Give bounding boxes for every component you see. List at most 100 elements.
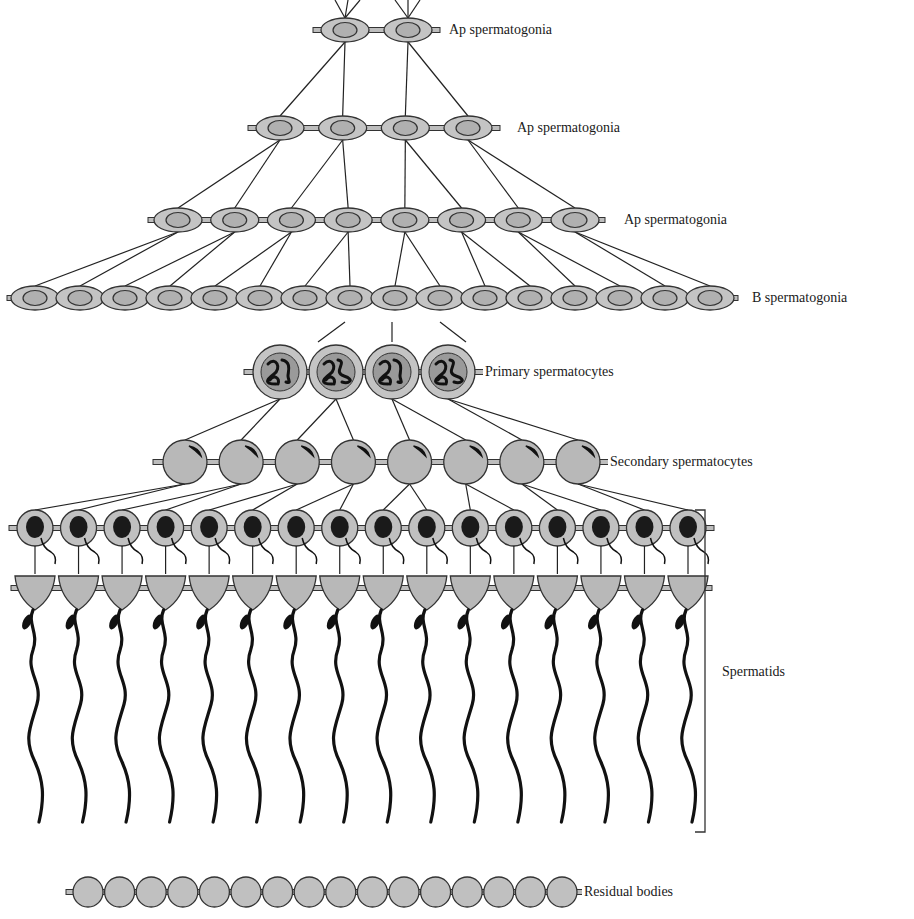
residual-body xyxy=(357,877,387,907)
residual-body xyxy=(484,877,514,907)
nucleus xyxy=(338,291,362,306)
bracket xyxy=(695,510,705,832)
sperm-head xyxy=(325,613,339,631)
sperm-tail xyxy=(72,610,86,822)
flagellum-start xyxy=(563,538,578,564)
acrosome-cap xyxy=(245,446,257,456)
lineage-line xyxy=(34,546,35,574)
round-spermatid xyxy=(496,510,532,546)
lineage-line xyxy=(340,484,354,510)
spermatogonium xyxy=(551,286,599,310)
spermatogonium xyxy=(596,286,644,310)
sperm-tail xyxy=(377,610,391,822)
chromosome xyxy=(380,360,402,384)
lineage-line xyxy=(392,399,466,440)
lineage-line xyxy=(687,546,688,574)
residual-body xyxy=(231,877,261,907)
lineage-line xyxy=(345,0,360,18)
acrosome-cap xyxy=(357,446,369,456)
nucleus xyxy=(268,121,292,136)
lineage-line xyxy=(343,42,345,116)
nucleus xyxy=(223,213,247,228)
nucleus xyxy=(450,213,474,228)
nucleus xyxy=(70,516,88,538)
spermatogonium xyxy=(494,208,542,232)
lineage-line xyxy=(404,140,406,208)
sperm-tail xyxy=(116,610,130,822)
acrosome-cap xyxy=(301,446,313,456)
nucleus xyxy=(428,291,452,306)
lineage-line xyxy=(462,232,485,286)
round-spermatid xyxy=(61,510,97,546)
lineage-line xyxy=(557,546,558,574)
spermatogonium xyxy=(154,208,202,232)
nucleus xyxy=(456,121,480,136)
lineage-line xyxy=(440,322,466,342)
primary-spermatocyte xyxy=(421,345,475,399)
spermatogonium xyxy=(256,116,304,140)
nucleus xyxy=(548,516,566,538)
nucleus xyxy=(506,213,530,228)
residual-body xyxy=(73,877,103,907)
nucleus xyxy=(374,516,392,538)
sperm-head xyxy=(368,613,382,631)
lineage-line xyxy=(600,546,601,574)
lineage-line xyxy=(513,546,514,574)
flagellum-start xyxy=(302,538,317,564)
lineage-line xyxy=(235,140,280,208)
flagellum-start xyxy=(85,538,100,564)
flagellum-start xyxy=(476,538,491,564)
lineage-line xyxy=(125,232,235,286)
flagellum-start xyxy=(172,538,187,564)
nucleus xyxy=(158,291,182,306)
elongating-spermatid xyxy=(189,576,229,610)
lineage-line xyxy=(335,0,345,18)
lineage-line xyxy=(466,484,514,510)
elongating-spermatid xyxy=(233,576,273,610)
lineage-line xyxy=(79,484,185,510)
nucleus xyxy=(293,291,317,306)
lineage-line xyxy=(296,484,353,510)
stage-label: Ap spermatogonia xyxy=(447,22,554,38)
acrosome-cap xyxy=(414,446,426,456)
residual-body xyxy=(421,877,451,907)
lineage-line xyxy=(35,232,178,286)
spermatogonium xyxy=(146,286,194,310)
sperm-tail xyxy=(595,610,609,822)
stage-label: Ap spermatogonia xyxy=(515,120,622,136)
elongating-spermatid xyxy=(59,576,99,610)
round-spermatid xyxy=(583,510,619,546)
lineage-line xyxy=(392,399,410,440)
flagellum-start xyxy=(389,538,404,564)
spermatogonium xyxy=(191,286,239,310)
sperm-head xyxy=(412,613,426,631)
acrosome-cap xyxy=(189,446,201,456)
spermatogonium xyxy=(384,18,432,42)
elongating-spermatid xyxy=(581,576,621,610)
lineage-line xyxy=(348,232,350,286)
sperm-head xyxy=(499,613,513,631)
lineage-line xyxy=(462,232,530,286)
round-spermatid xyxy=(17,510,53,546)
nucleus xyxy=(68,291,92,306)
sperm-tail xyxy=(682,610,696,822)
sperm-head xyxy=(20,613,34,631)
lineage-line xyxy=(405,232,440,286)
spermatogonium xyxy=(281,286,329,310)
sperm-tail xyxy=(508,610,522,822)
elongating-spermatid xyxy=(146,576,186,610)
stage-label: Secondary spermatocytes xyxy=(608,454,755,470)
elongating-spermatid xyxy=(537,576,577,610)
lineage-line xyxy=(345,0,348,18)
lineage-line xyxy=(518,232,575,286)
lineage-line xyxy=(121,546,122,574)
lineage-line xyxy=(395,232,405,286)
nucleus xyxy=(563,291,587,306)
nucleus xyxy=(203,291,227,306)
stage-label: Ap spermatogonia xyxy=(622,212,729,228)
nucleus xyxy=(679,516,697,538)
elongating-spermatid xyxy=(320,576,360,610)
stage-label: Spermatids xyxy=(720,664,787,680)
nucleus xyxy=(608,291,632,306)
